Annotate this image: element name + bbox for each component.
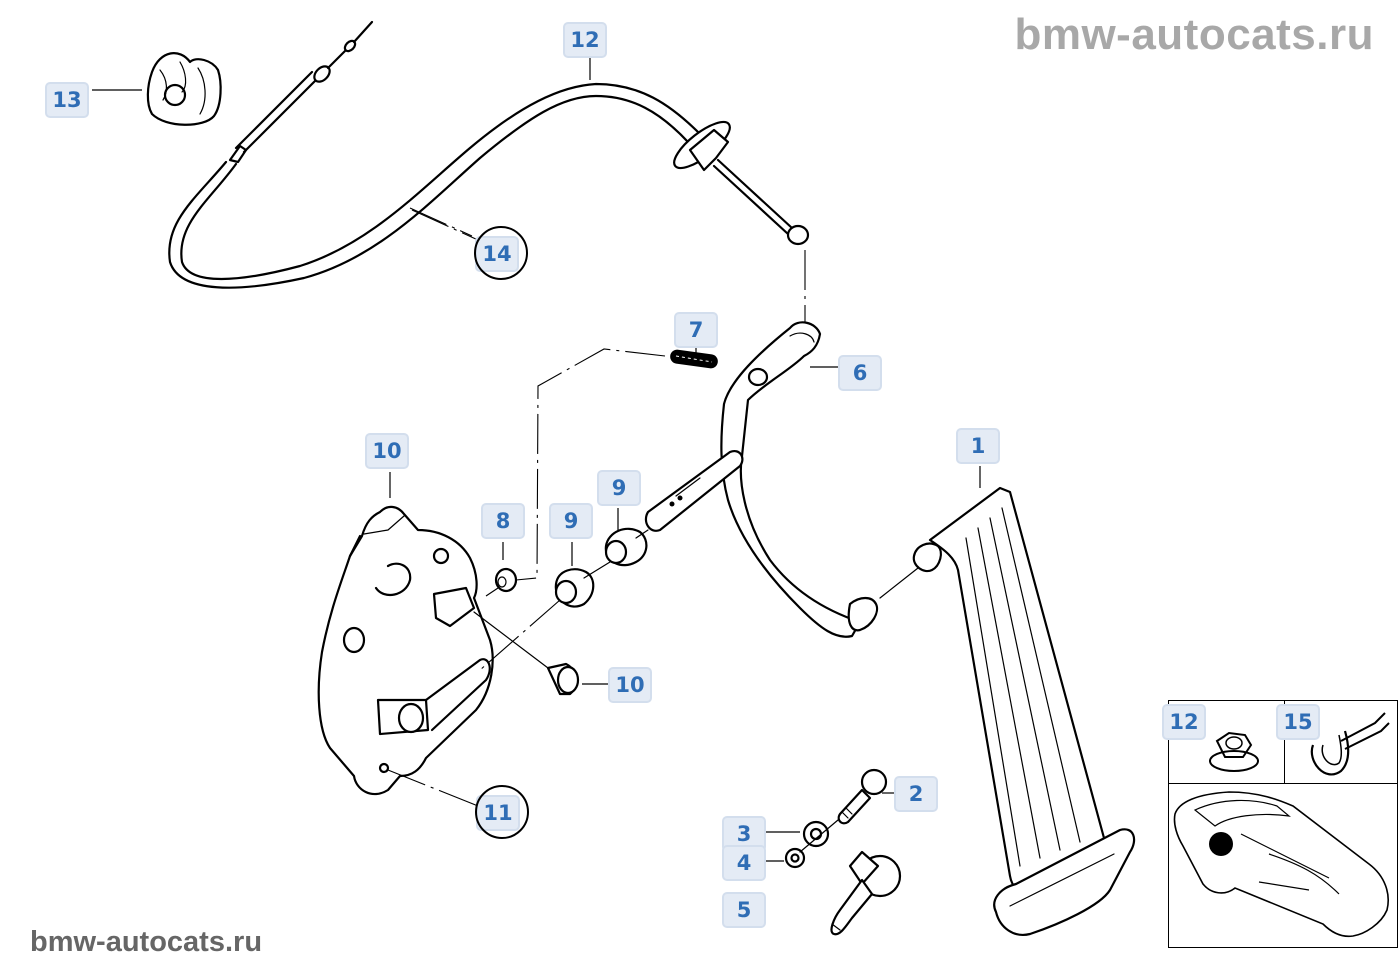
return-spring-part-7[interactable] [669, 349, 718, 370]
grommet-part-14[interactable] [146, 52, 222, 126]
callout-4[interactable]: 4 [722, 845, 766, 881]
callout-15-circled[interactable]: 14 [474, 226, 528, 280]
bearing-bush-part-9-right[interactable] [604, 527, 648, 567]
callout-1[interactable]: 1 [956, 428, 1000, 464]
callout-5[interactable]: 5 [722, 892, 766, 928]
pedal-lever-part-6[interactable] [644, 321, 879, 638]
collar-nut-icon [1209, 731, 1259, 772]
callout-11[interactable]: 10 [365, 433, 409, 469]
bearing-bracket-part-11[interactable] [317, 505, 494, 796]
accelerator-pedal-part-1[interactable] [912, 486, 1136, 936]
callout-13[interactable]: 12 [563, 22, 607, 58]
location-marker-icon [1209, 832, 1233, 856]
axis-9b [635, 529, 649, 539]
callout-9-left[interactable]: 9 [549, 503, 593, 539]
bearing-bush-part-9-left[interactable] [554, 568, 595, 608]
callout-2[interactable]: 2 [894, 776, 938, 812]
axis-8 [485, 587, 499, 597]
pedal-axis-line [879, 567, 919, 599]
stop-buffer-part-5[interactable] [830, 850, 902, 936]
callout-9-right[interactable]: 9 [597, 470, 641, 506]
callout-8[interactable]: 8 [481, 503, 525, 539]
accelerator-cable-part-13[interactable] [168, 20, 810, 289]
leader-15 [411, 209, 479, 241]
vehicle-outline-icon [1173, 791, 1389, 938]
inset-callout-15[interactable]: 15 [1276, 704, 1320, 740]
callout-7[interactable]: 7 [674, 312, 718, 348]
cable-clip-icon [1310, 712, 1390, 776]
bushing-part-8[interactable] [494, 567, 518, 593]
washer-part-3[interactable] [802, 820, 830, 848]
cap-part-10[interactable] [546, 662, 580, 696]
watermark-top: bmw-autocats.ru [1014, 10, 1374, 59]
inset-vehicle-locator [1168, 783, 1398, 948]
axis-9 [583, 561, 611, 579]
callout-14[interactable]: 13 [45, 82, 89, 118]
ball-stud-part-2[interactable] [837, 768, 888, 825]
callout-12-circled[interactable]: 11 [475, 785, 529, 839]
watermark-bottom: bmw-autocats.ru [30, 926, 263, 958]
axis-10 [473, 611, 549, 669]
inset-callout-12[interactable]: 12 [1162, 704, 1206, 740]
axis-housing [479, 599, 561, 671]
axis-2-4 [799, 819, 839, 853]
callout-10[interactable]: 10 [608, 667, 652, 703]
nut-part-4[interactable] [784, 847, 806, 869]
spring-axis-line [515, 348, 666, 581]
callout-6[interactable]: 6 [838, 355, 882, 391]
leader-15-top [409, 207, 473, 237]
leader-12-main [387, 769, 479, 807]
